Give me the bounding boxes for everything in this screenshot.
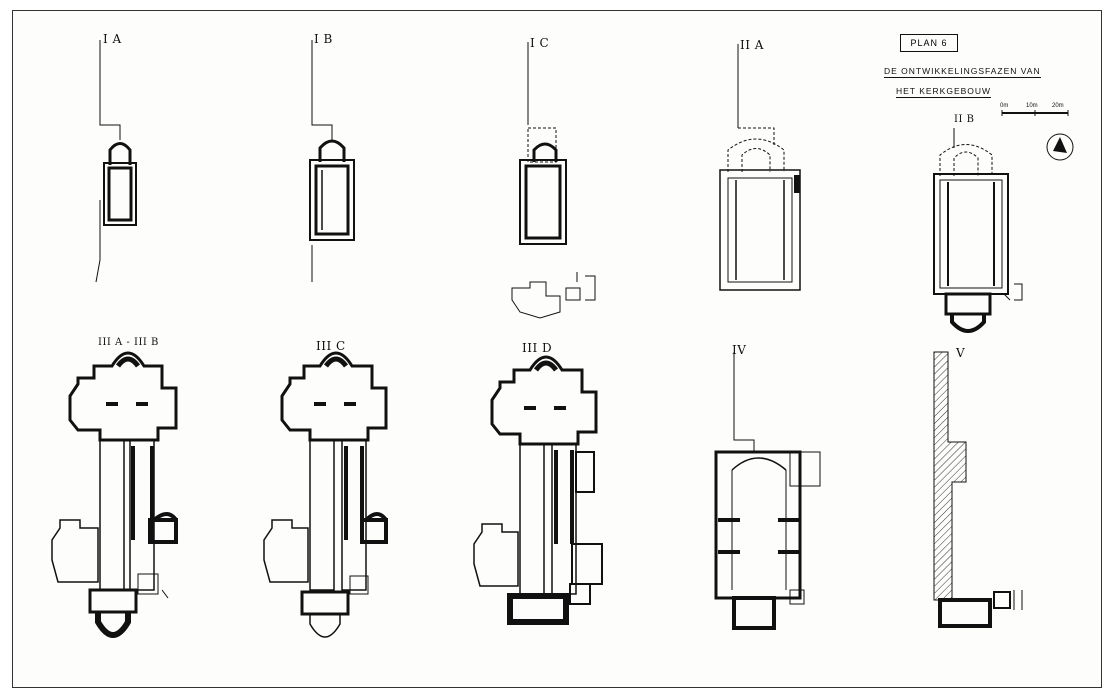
plan-iia [719,44,801,291]
scale-label-10: 10m [1026,103,1038,109]
phase-label-iiic: III C [316,339,346,353]
plan-iiia [51,351,178,638]
plan-number: PLAN 6 [900,34,958,52]
scale-label-20: 20m [1052,103,1064,109]
phase-label-iia: II A [740,38,764,52]
plan-v [933,351,1023,628]
heading-line-2: HET KERKGEBOUW [896,86,992,98]
scale-bar [1001,110,1069,116]
phase-label-ic: I C [530,36,550,50]
phase-label-iv: IV [732,343,747,357]
heading-line-1: DE ONTWIKKELINGSFAZEN VAN [884,66,1041,78]
phase-label-iib: II B [954,114,975,125]
phase-label-ia: I A [103,32,122,46]
phase-label-iiia: III A - III B [98,337,159,348]
plan-iv [714,352,821,630]
plan-iiid [473,355,603,625]
plan-ia [95,40,137,283]
plan-iib [933,128,1023,333]
plan-sheet [12,10,1102,688]
phase-label-iiid: III D [522,341,553,355]
plan-ib [309,40,355,282]
plan-iiic [263,351,388,638]
north-arrow-icon [1046,133,1074,161]
phase-label-ib: I B [314,32,333,46]
phase-label-v: V [956,346,966,360]
plan-ic [511,42,596,319]
scale-label-0: 0m [1000,103,1009,109]
